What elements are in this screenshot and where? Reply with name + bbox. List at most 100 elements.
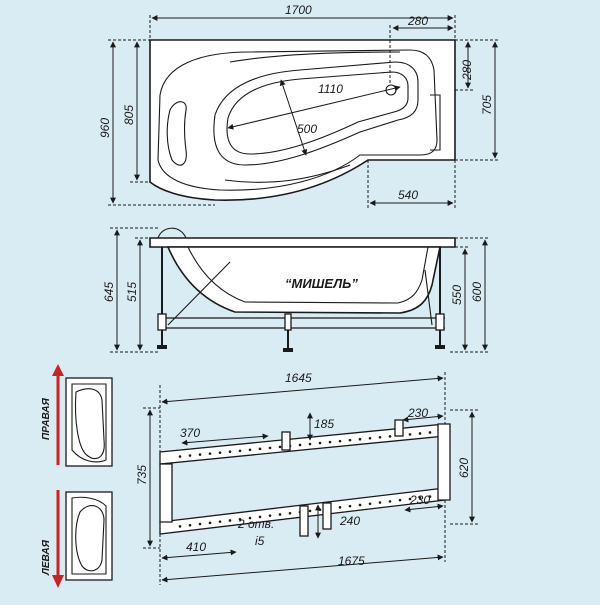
frame-hole — [358, 437, 362, 441]
frame-hole — [418, 496, 422, 500]
dim-230-bottom: 230 — [409, 493, 430, 507]
foot-middle — [284, 313, 292, 331]
frame-hole — [408, 433, 412, 436]
side-rim — [149, 237, 456, 248]
arrow-up-icon — [52, 364, 64, 376]
frame-diagonal — [159, 463, 173, 523]
frame-hole — [308, 442, 312, 446]
foot-pad-left — [157, 345, 167, 349]
frame-hole — [338, 506, 342, 509]
dim-1675: 1675 — [338, 554, 365, 568]
brace-left — [167, 261, 231, 326]
stub-bottom-1 — [299, 505, 309, 537]
frame-hole — [208, 452, 212, 455]
holes-note-2: i5 — [255, 534, 265, 548]
dim-185: 185 — [314, 417, 334, 431]
dim-230-bottom-line — [404, 503, 444, 513]
frame-hole — [318, 508, 322, 512]
side-ledge — [430, 94, 441, 151]
side-body — [166, 246, 441, 314]
dim-550: 550 — [450, 285, 464, 305]
stub-top-2 — [394, 419, 404, 437]
dim-240: 240 — [339, 514, 360, 528]
frame-hole — [258, 447, 262, 451]
dim-280v: 280 — [460, 60, 474, 81]
frame-hole — [188, 523, 192, 527]
frame-hole — [238, 517, 242, 521]
dim-735: 735 — [135, 465, 149, 485]
frame-hole — [428, 431, 432, 434]
frame-hole — [378, 501, 382, 504]
frame-hole — [398, 498, 402, 502]
dim-1110: 1110 — [318, 82, 343, 96]
frame-hole — [268, 446, 272, 450]
rim-groove-bottom — [224, 164, 351, 183]
frame-hole — [218, 451, 222, 454]
frame-hole — [298, 443, 302, 447]
label-right-variant: ПРАВАЯ — [41, 397, 52, 440]
frame-hole — [348, 438, 352, 442]
foot-left — [157, 313, 167, 331]
dim-230-top-line — [402, 413, 444, 423]
variant-right: ПРАВАЯ — [41, 364, 113, 467]
rim-groove-top — [229, 51, 401, 63]
frame-hole — [348, 504, 352, 508]
left-variant-basin — [75, 505, 105, 572]
dim-410-line — [161, 549, 237, 561]
foot-pad-right — [435, 345, 445, 349]
dim-705: 705 — [480, 95, 494, 115]
holes-note-1: 2 отв. — [237, 517, 274, 531]
frame-hole — [358, 503, 362, 507]
right-variant-tub — [65, 377, 113, 467]
tub-top-outline — [149, 39, 456, 201]
frame-hole — [278, 513, 282, 516]
dim-960: 960 — [98, 118, 112, 138]
dim-540: 540 — [398, 188, 418, 202]
label-left-variant: ЛЕВАЯ — [41, 539, 52, 576]
frame-hole — [248, 448, 252, 452]
dim-370: 370 — [180, 426, 200, 440]
foot-right — [435, 313, 445, 331]
dim-1110-line — [227, 85, 401, 130]
frame-hole — [338, 439, 342, 443]
frame-hole — [308, 509, 312, 513]
frame-hole — [248, 516, 252, 520]
frame-hole — [288, 511, 292, 515]
frame-end-right — [437, 423, 451, 501]
dim-1645-line — [161, 375, 444, 405]
tub-basin — [213, 61, 419, 166]
headrest — [166, 101, 187, 166]
frame-hole — [258, 515, 262, 519]
frame-hole — [178, 525, 182, 528]
side-view: “МИШЕЛЬ” 645 515 550 600 — [102, 227, 490, 353]
frame-hole — [198, 453, 202, 456]
frame-hole — [188, 454, 192, 457]
dim-230-top: 230 — [407, 406, 428, 420]
frame-hole — [378, 435, 382, 439]
stub-top-1 — [281, 431, 291, 451]
frame-hole — [178, 455, 182, 458]
arrow-down-icon — [52, 575, 64, 588]
dim-1675-line — [161, 554, 444, 583]
model-name: “МИШЕЛЬ” — [285, 276, 358, 291]
dim-500-line — [279, 79, 308, 156]
frame-hole — [218, 520, 222, 523]
dim-600: 600 — [470, 282, 484, 302]
dim-1645: 1645 — [285, 371, 312, 385]
frame-hole — [388, 500, 392, 503]
dim-280h: 280 — [407, 14, 428, 28]
frame-hole — [408, 497, 412, 501]
frame-hole — [198, 522, 202, 526]
frame-hole — [368, 436, 372, 440]
frame-hole — [318, 441, 322, 445]
frame-hole — [268, 514, 272, 517]
foot-pad-middle — [283, 348, 293, 352]
variant-left: ЛЕВАЯ — [41, 490, 113, 588]
dim-370-line — [181, 433, 269, 446]
frame-hole — [238, 449, 242, 453]
frame-hole — [328, 440, 332, 444]
dim-805: 805 — [122, 105, 136, 125]
side-headrest — [157, 227, 187, 239]
